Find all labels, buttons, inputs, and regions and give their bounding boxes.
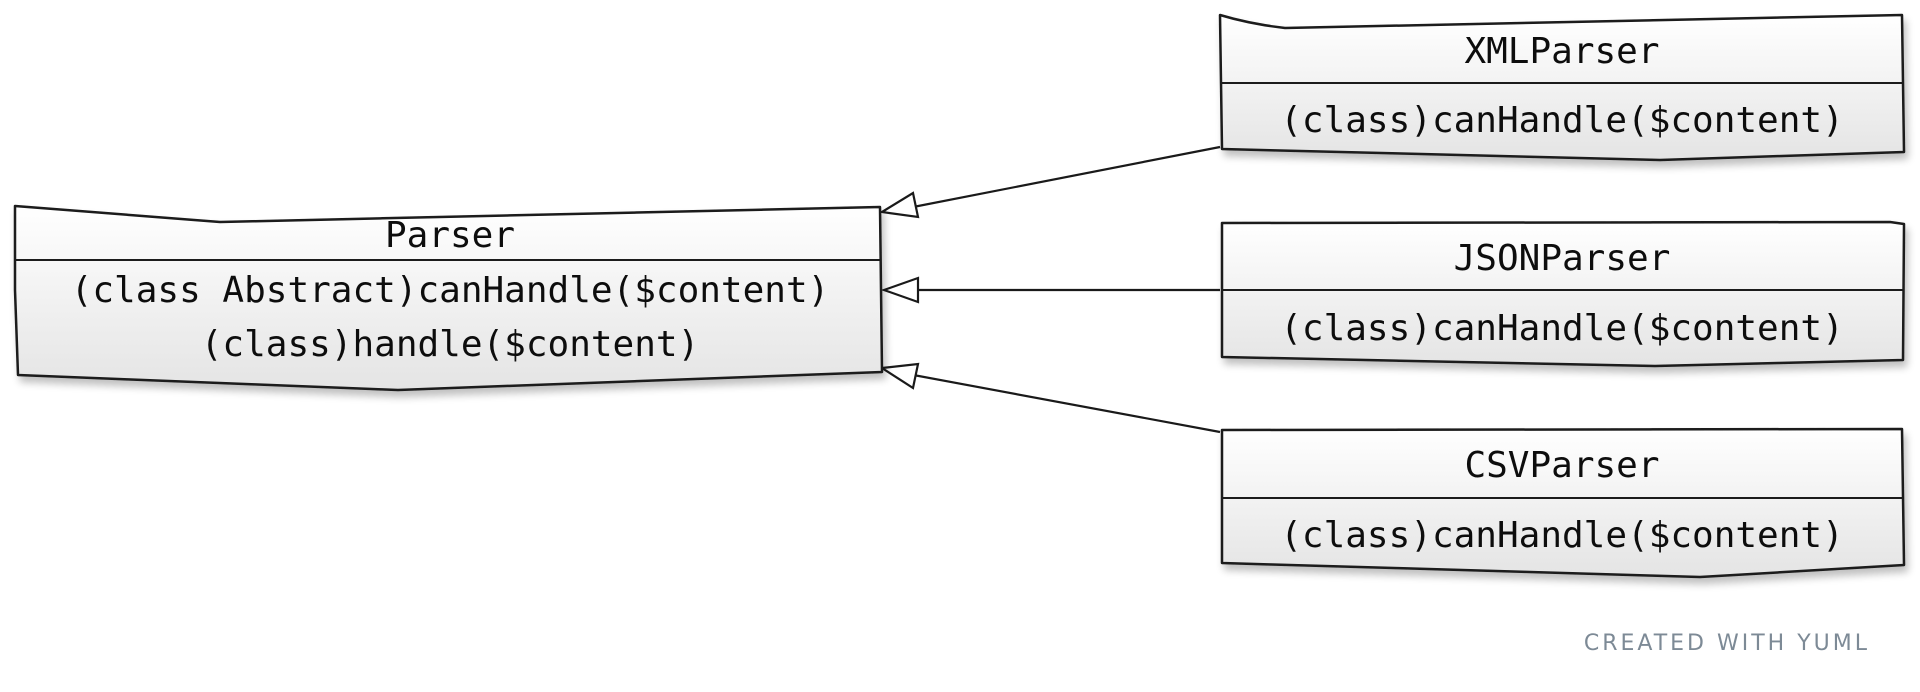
class-box-csvparser[interactable]: CSVParser (class)canHandle($content) — [1220, 427, 1906, 579]
class-name-jsonparser: JSONParser — [1454, 238, 1671, 279]
inheritance-edge-csv — [907, 372, 1221, 434]
inheritance-edge-xml — [907, 145, 1221, 210]
method-jsonparser-canhandle: (class)canHandle($content) — [1280, 308, 1844, 349]
method-parser-handle: (class)handle($content) — [201, 324, 700, 365]
method-csvparser-canhandle: (class)canHandle($content) — [1280, 515, 1844, 556]
class-box-parser[interactable]: Parser (class Abstract)canHandle($conten… — [13, 204, 884, 392]
class-box-xmlparser[interactable]: XMLParser (class)canHandle($content) — [1218, 13, 1906, 162]
inheritance-arrowhead-csv — [878, 362, 920, 390]
inheritance-arrowhead-xml — [878, 191, 920, 219]
class-name-csvparser: CSVParser — [1464, 445, 1659, 486]
method-parser-canhandle: (class Abstract)canHandle($content) — [71, 270, 830, 311]
class-name-parser: Parser — [385, 215, 515, 256]
inheritance-arrowhead-json — [880, 276, 920, 304]
yuml-watermark: CREATED WITH YUML — [1583, 631, 1870, 656]
class-name-xmlparser: XMLParser — [1464, 31, 1659, 72]
method-xmlparser-canhandle: (class)canHandle($content) — [1280, 100, 1844, 141]
class-box-jsonparser[interactable]: JSONParser (class)canHandle($content) — [1220, 220, 1906, 368]
